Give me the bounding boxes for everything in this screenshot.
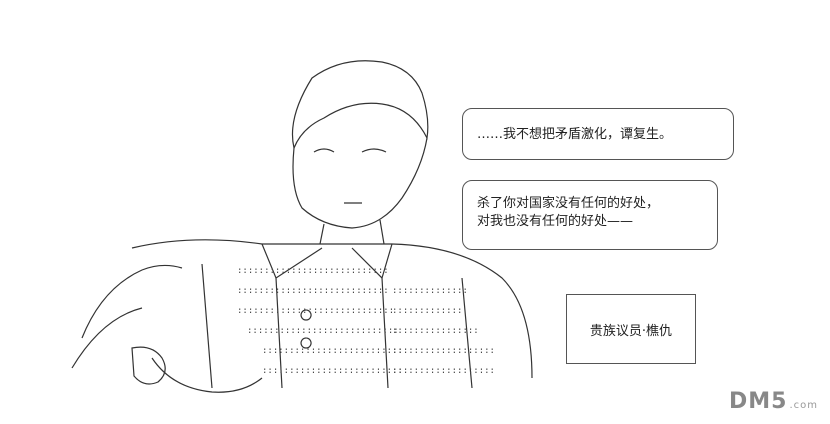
neck xyxy=(319,219,385,245)
arm-left xyxy=(81,264,183,339)
arm-lower xyxy=(71,307,143,369)
right-eye xyxy=(361,148,387,153)
speech-bubble-2: 杀了你对国家没有任何的好处， 对我也没有任何的好处—— xyxy=(462,180,718,250)
ascii-fragment: ::::::::::::::::::::::::::::: xyxy=(237,306,394,316)
speech-text-2-line-1: 杀了你对国家没有任何的好处， xyxy=(477,196,660,211)
ascii-fragment: :::::::::::::::::::::::::: xyxy=(262,366,403,376)
ascii-fragment: ::::::::::::: xyxy=(392,306,462,316)
hair-outline xyxy=(291,60,429,150)
ascii-fragment: ::::::::::::::::::: xyxy=(392,346,495,356)
ascii-art-figure: :::::::::::::::::::::::::::: :::::::::::… xyxy=(62,48,562,408)
button xyxy=(300,337,312,349)
speech-bubble-1: ……我不想把矛盾激化，谭复生。 xyxy=(462,108,734,160)
character-caption-box: 贵族议员·樵仇 xyxy=(566,294,696,364)
ascii-fragment: ::::::::::::::::::: xyxy=(392,366,495,376)
watermark-logo: DM5 xyxy=(728,389,788,414)
watermark-domain: .com xyxy=(789,400,818,411)
ascii-fragment: :::::::::::::::: xyxy=(392,326,479,336)
coat-line xyxy=(275,277,389,389)
button xyxy=(300,309,312,321)
character-illustration: :::::::::::::::::::::::::::: :::::::::::… xyxy=(71,60,533,393)
speech-text-2-line-2: 对我也没有任何的好处—— xyxy=(477,214,634,229)
face-outline xyxy=(292,137,428,229)
body-outline xyxy=(131,239,533,379)
coat-line-2 xyxy=(201,263,473,389)
ascii-fragment: :::::::::::::::::::::::::: xyxy=(262,346,403,356)
ascii-fragment: :::::::::::::::::::::::::::: xyxy=(237,266,389,276)
hand xyxy=(131,346,166,385)
left-eye xyxy=(313,148,335,153)
speech-text-1: ……我不想把矛盾激化，谭复生。 xyxy=(477,127,673,142)
ascii-fragment: :::::::::::::::::::::::::::: xyxy=(247,326,399,336)
character-caption: 贵族议员·樵仇 xyxy=(589,323,673,339)
ascii-fragment: :::::::::::::::::::::::::::: xyxy=(237,286,389,296)
site-watermark: DM5.com xyxy=(729,389,818,414)
pocket xyxy=(151,357,263,393)
ascii-fragment: :::::::::::::: xyxy=(392,286,468,296)
